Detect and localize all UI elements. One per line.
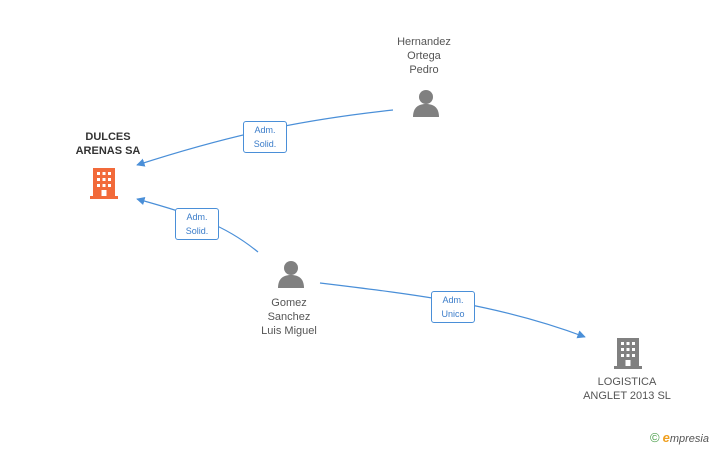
person-gomez-label-line-2: Sanchez	[267, 311, 311, 323]
person-gomez-label-line-1: Gomez	[271, 297, 307, 309]
person-hernandez-label[interactable]: Hernandez Ortega Pedro	[374, 35, 474, 77]
edge-label-gomez-logistica[interactable]: Adm. Unico	[431, 291, 475, 323]
building-icon[interactable]	[89, 165, 119, 199]
company-logistica-label-line-1: LOGISTICA	[597, 376, 657, 388]
copyright-symbol: ©	[650, 430, 660, 445]
edge-label-line-2: Solid.	[185, 226, 209, 236]
edge-label-line-2: Solid.	[253, 139, 277, 149]
building-icon[interactable]	[613, 335, 643, 369]
person-icon[interactable]	[412, 89, 440, 117]
edge-label-gomez-dulces[interactable]: Adm. Solid.	[175, 208, 219, 240]
person-icon[interactable]	[277, 260, 305, 288]
person-hernandez-label-line-2: Ortega	[407, 50, 441, 62]
edge-label-line-1: Adm.	[186, 212, 208, 222]
person-hernandez-label-line-1: Hernandez	[397, 36, 451, 48]
person-hernandez-label-line-3: Pedro	[409, 64, 439, 76]
company-dulces-label[interactable]: DULCES ARENAS SA	[58, 130, 158, 158]
company-dulces-label-line-2: ARENAS SA	[75, 145, 141, 157]
person-gomez-label-line-3: Luis Miguel	[261, 325, 317, 337]
company-dulces-label-line-1: DULCES	[85, 131, 131, 143]
edge-label-line-2: Unico	[441, 309, 465, 319]
edge-label-line-1: Adm.	[442, 295, 464, 305]
company-logistica-label-line-2: ANGLET 2013 SL	[583, 390, 671, 402]
company-logistica-label[interactable]: LOGISTICA ANGLET 2013 SL	[571, 375, 683, 403]
person-gomez-label[interactable]: Gomez Sanchez Luis Miguel	[239, 296, 339, 338]
edge-label-hernandez-dulces[interactable]: Adm. Solid.	[243, 121, 287, 153]
empresia-logo: ©empresia	[650, 430, 709, 445]
brand-name: mpresia	[669, 433, 709, 445]
brand-initial: e	[662, 430, 670, 445]
edge-label-line-1: Adm.	[254, 125, 276, 135]
